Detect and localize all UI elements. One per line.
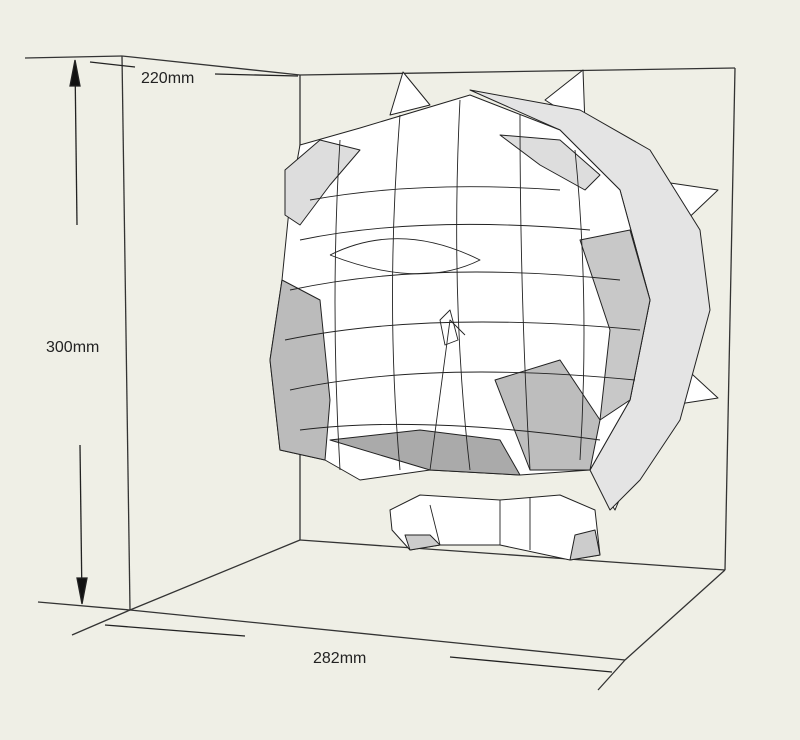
width-label: 282mm (311, 650, 369, 668)
height-label: 300mm (44, 339, 102, 357)
dimension-arrows (69, 59, 613, 673)
bulldog-head-model (269, 69, 719, 561)
arrow-head-down (76, 577, 88, 605)
arrow-head-up (69, 59, 81, 87)
depth-label: 220mm (139, 70, 197, 88)
